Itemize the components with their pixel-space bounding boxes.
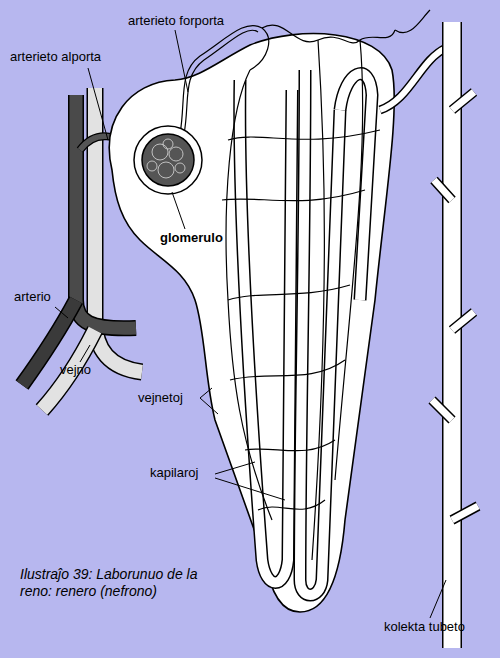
internal-tubes (240, 48, 446, 595)
glomerulus (142, 134, 194, 186)
collecting-duct (432, 22, 478, 648)
glomerulus-loops (147, 139, 185, 178)
afferent-label: arterieto alporta (10, 50, 101, 65)
vein-bottom (42, 330, 95, 410)
tubule-body (109, 34, 394, 612)
glomerulus-label: glomerulo (160, 231, 223, 246)
leader-lines (55, 30, 446, 618)
venules-label: vejnetoj (138, 391, 183, 406)
bowman-capsule (134, 126, 202, 194)
capillaries (180, 10, 430, 560)
efferent-label: arterieto forporta (128, 14, 224, 29)
vein-label: vejno (60, 363, 91, 378)
figure-caption: Ilustraĵo 39: Laborunuo de la reno: rene… (20, 566, 225, 600)
artery-label: arterio (14, 290, 51, 305)
collecting-duct-label: kolekta tubeto (384, 620, 465, 635)
capillaries-label: kapilaroj (150, 466, 198, 481)
vein-bottom (42, 330, 95, 410)
